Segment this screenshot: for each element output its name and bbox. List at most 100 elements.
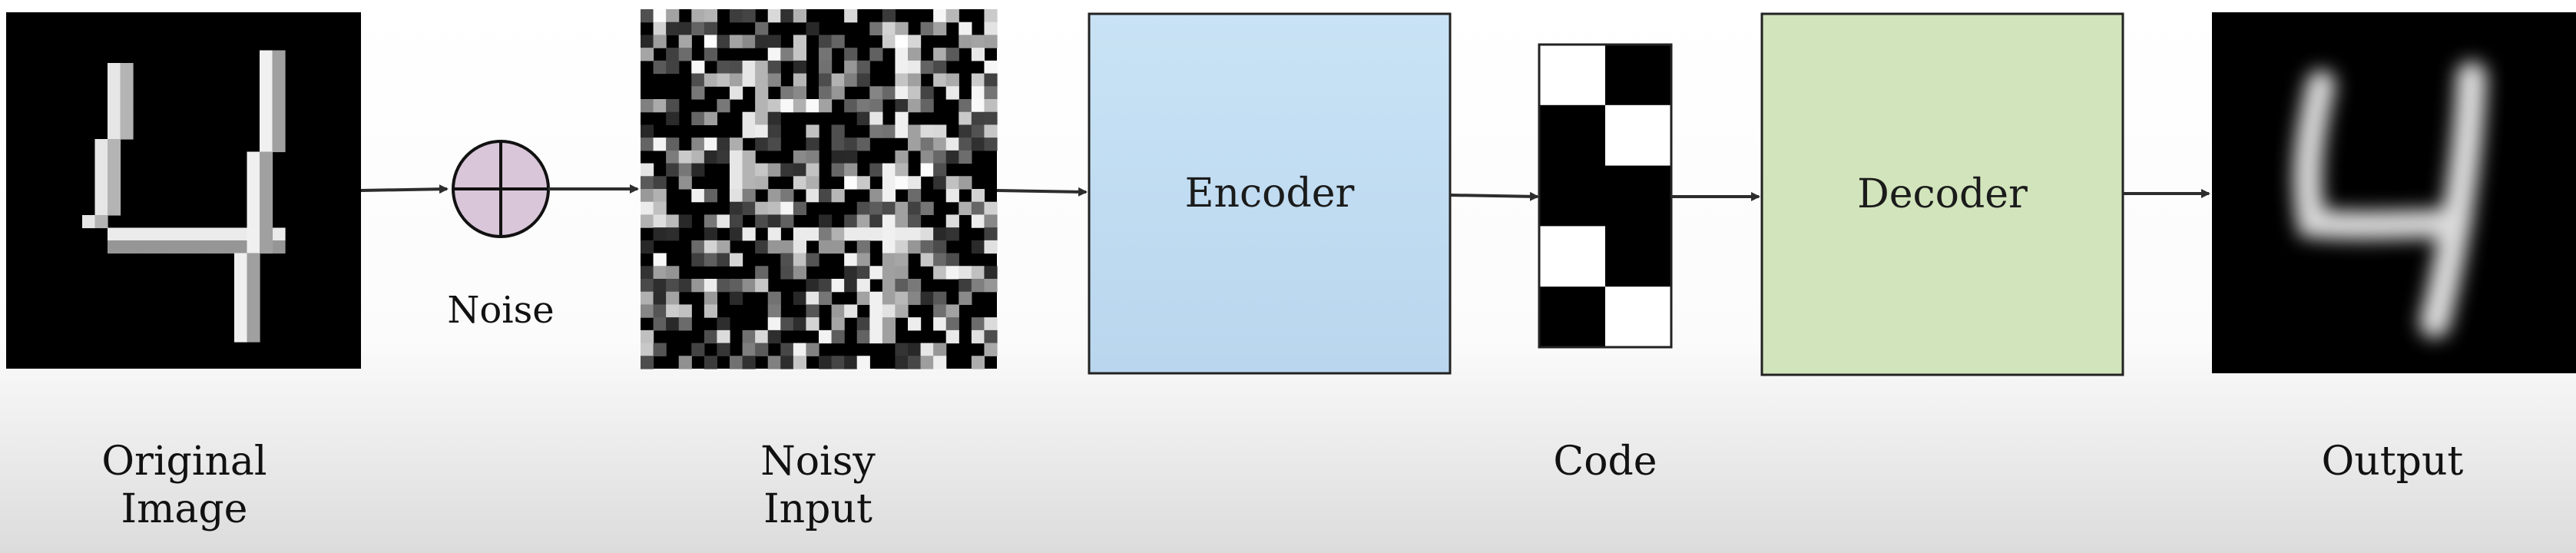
noise-pixel — [704, 137, 718, 151]
noise-pixel — [755, 111, 769, 126]
noise-pixel — [869, 189, 883, 203]
noise-pixel — [780, 240, 794, 254]
noise-pixel — [984, 279, 998, 293]
noise-pixel — [641, 240, 654, 254]
noise-pixel — [717, 329, 730, 344]
noise-pixel — [793, 356, 807, 369]
noise-pixel — [984, 111, 998, 126]
noise-pixel — [793, 343, 807, 356]
noise-pixel — [945, 48, 959, 61]
noise-pixel — [678, 304, 692, 318]
code-cells — [1539, 45, 1671, 348]
noise-pixel — [780, 266, 794, 280]
noise-pixel — [882, 9, 896, 23]
noise-pixel — [767, 329, 781, 344]
noise-pixel — [856, 60, 870, 75]
noise-pixel — [895, 60, 909, 75]
noise-pixel — [844, 48, 858, 61]
noise-pixel — [780, 343, 794, 356]
noise-pixel — [742, 111, 756, 126]
noise-pixel — [755, 343, 769, 356]
noise-pixel — [908, 60, 922, 75]
noise-pixel — [895, 99, 909, 113]
noise-pixel — [717, 150, 730, 164]
noise-pixel — [895, 22, 909, 36]
noise-pixel — [831, 240, 845, 254]
pixel — [234, 278, 248, 292]
noise-pixel — [819, 279, 833, 293]
noise-pixel — [653, 227, 667, 241]
noise-pixel — [704, 22, 718, 36]
noise-pixel — [959, 266, 972, 280]
pixel — [260, 114, 273, 127]
noise-pixel — [856, 73, 870, 87]
noise-pixel — [767, 291, 781, 306]
noise-pixel — [730, 253, 743, 267]
pixel — [272, 75, 286, 89]
original-image — [6, 12, 361, 369]
pixel — [133, 240, 147, 254]
noise-pixel — [908, 99, 922, 113]
noise-pixel — [844, 163, 858, 177]
noise-pixel — [641, 163, 654, 177]
noise-pixel — [780, 163, 794, 177]
noise-label: Noise — [447, 289, 555, 332]
noise-pixel — [844, 150, 858, 164]
pixel — [108, 88, 121, 102]
noise-pixel — [945, 317, 959, 331]
pixel — [120, 114, 134, 127]
code-cell — [1605, 165, 1671, 227]
noise-pixel — [971, 86, 985, 100]
pixel — [272, 139, 286, 153]
pixel — [260, 202, 273, 216]
noise-pixel — [844, 356, 858, 369]
noise-pixel — [730, 150, 743, 164]
noise-pixel — [742, 279, 756, 293]
noise-pixel — [895, 150, 909, 164]
noise-pixel — [704, 9, 718, 23]
noise-pixel — [691, 86, 705, 100]
pixel — [196, 240, 210, 254]
pixel — [260, 101, 273, 114]
noise-pixel — [908, 343, 922, 356]
pixel — [82, 215, 96, 229]
noise-pixel — [959, 279, 972, 293]
noise-pixel — [882, 163, 896, 177]
noise-pixel — [908, 214, 922, 228]
noise-pixel — [831, 35, 845, 48]
noise-pixel — [819, 214, 833, 228]
arrow-noisy-to-encoder — [996, 187, 1088, 197]
pixel — [272, 126, 286, 140]
noise-pixel — [767, 9, 781, 23]
noise-pixel — [641, 176, 654, 190]
noise-pixel — [933, 266, 947, 280]
noise-pixel — [742, 124, 756, 138]
noise-pixel — [641, 48, 654, 61]
noise-pixel — [806, 304, 819, 318]
noise-pixel — [819, 189, 833, 203]
noise-pixel — [933, 137, 947, 151]
noise-pixel — [895, 279, 909, 293]
noise-pixel — [678, 150, 692, 164]
pixel — [120, 88, 134, 102]
noise-pixel — [831, 304, 845, 318]
noise-pixel — [882, 279, 896, 293]
noise-pixel — [767, 201, 781, 216]
pixel — [94, 139, 108, 153]
noise-pixel — [806, 227, 819, 241]
noise-pixel — [869, 48, 883, 61]
noise-pixel — [767, 124, 781, 138]
noise-pixel — [742, 9, 756, 23]
noise-pixel — [793, 9, 807, 23]
noisy-input-label-line1: Noisy — [760, 439, 876, 485]
noise-pixel — [971, 111, 985, 126]
noise-pixel — [704, 189, 718, 203]
noise-pixel — [666, 9, 680, 23]
pixel — [260, 151, 273, 165]
noise-pixel — [767, 240, 781, 254]
noise-pixel — [755, 163, 769, 177]
noise-pixel — [653, 99, 667, 113]
noise-pixel — [869, 266, 883, 280]
noise-pixel — [933, 163, 947, 177]
